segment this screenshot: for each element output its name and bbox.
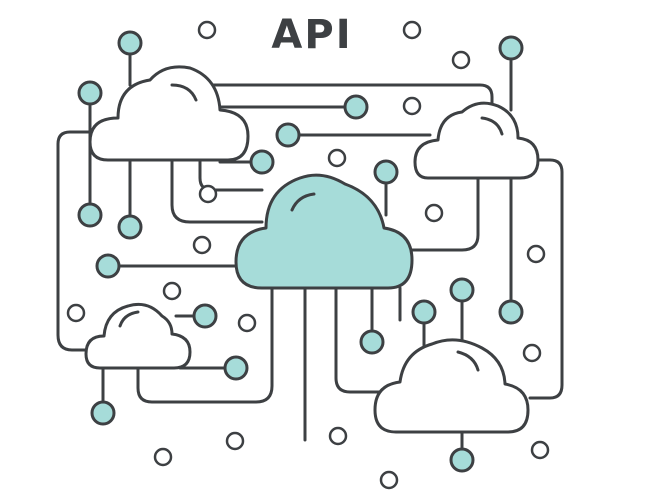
circuit-node-icon bbox=[449, 447, 475, 473]
circuit-node-icon bbox=[411, 299, 437, 325]
dot-icon bbox=[451, 50, 471, 70]
dot-icon bbox=[328, 426, 348, 446]
dot-icon bbox=[66, 303, 86, 323]
diagram-title: API bbox=[271, 12, 352, 58]
circuit-node-icon bbox=[117, 214, 143, 240]
circuit-node-icon bbox=[373, 159, 399, 185]
circuit-node-icon bbox=[275, 122, 301, 148]
hollow-dots bbox=[66, 20, 550, 490]
dot-icon bbox=[197, 20, 217, 40]
cloud-icon bbox=[88, 65, 250, 162]
trace-center-down-2 bbox=[136, 286, 274, 404]
dot-icon bbox=[327, 148, 347, 168]
circuit-node-icon bbox=[449, 277, 475, 303]
dot-icon bbox=[225, 431, 245, 451]
circuit-node-icon bbox=[117, 30, 143, 56]
circuit-node-icon bbox=[192, 303, 218, 329]
trace-top-bridge bbox=[203, 83, 494, 112]
trace-center-down-3 bbox=[334, 286, 394, 394]
dot-icon bbox=[530, 440, 550, 460]
teal-nodes bbox=[77, 30, 524, 473]
circuit-node-icon bbox=[77, 202, 103, 228]
dot-icon bbox=[379, 470, 399, 490]
circuit-node-icon bbox=[359, 329, 385, 355]
dot-icon bbox=[402, 96, 422, 116]
dot-icon bbox=[526, 244, 546, 264]
clouds bbox=[84, 65, 540, 434]
cloud-icon bbox=[373, 338, 530, 434]
dot-icon bbox=[153, 447, 173, 467]
circuit-node-icon bbox=[77, 80, 103, 106]
cloud-icon bbox=[84, 302, 192, 370]
circuit-node-icon bbox=[95, 253, 121, 279]
dot-icon bbox=[522, 343, 542, 363]
circuit-node-icon bbox=[498, 35, 524, 61]
cloud-icon bbox=[234, 173, 414, 290]
circuit-node-icon bbox=[498, 299, 524, 325]
trace-left-loop bbox=[56, 130, 114, 352]
dot-icon bbox=[162, 281, 182, 301]
dot-icon bbox=[402, 20, 422, 40]
trace-right-cloud-to-center bbox=[398, 173, 480, 252]
trace-left-cloud-to-center-1 bbox=[170, 158, 264, 224]
dot-icon bbox=[192, 235, 212, 255]
cloud-icon bbox=[413, 101, 540, 180]
dot-icon bbox=[198, 184, 218, 204]
circuit-node-icon bbox=[249, 149, 275, 175]
trace-right-loop bbox=[528, 158, 564, 400]
circuit-node-icon bbox=[90, 400, 116, 426]
dot-icon bbox=[424, 203, 444, 223]
dot-icon bbox=[237, 313, 257, 333]
circuit-node-icon bbox=[223, 355, 249, 381]
circuit-node-icon bbox=[343, 94, 369, 120]
